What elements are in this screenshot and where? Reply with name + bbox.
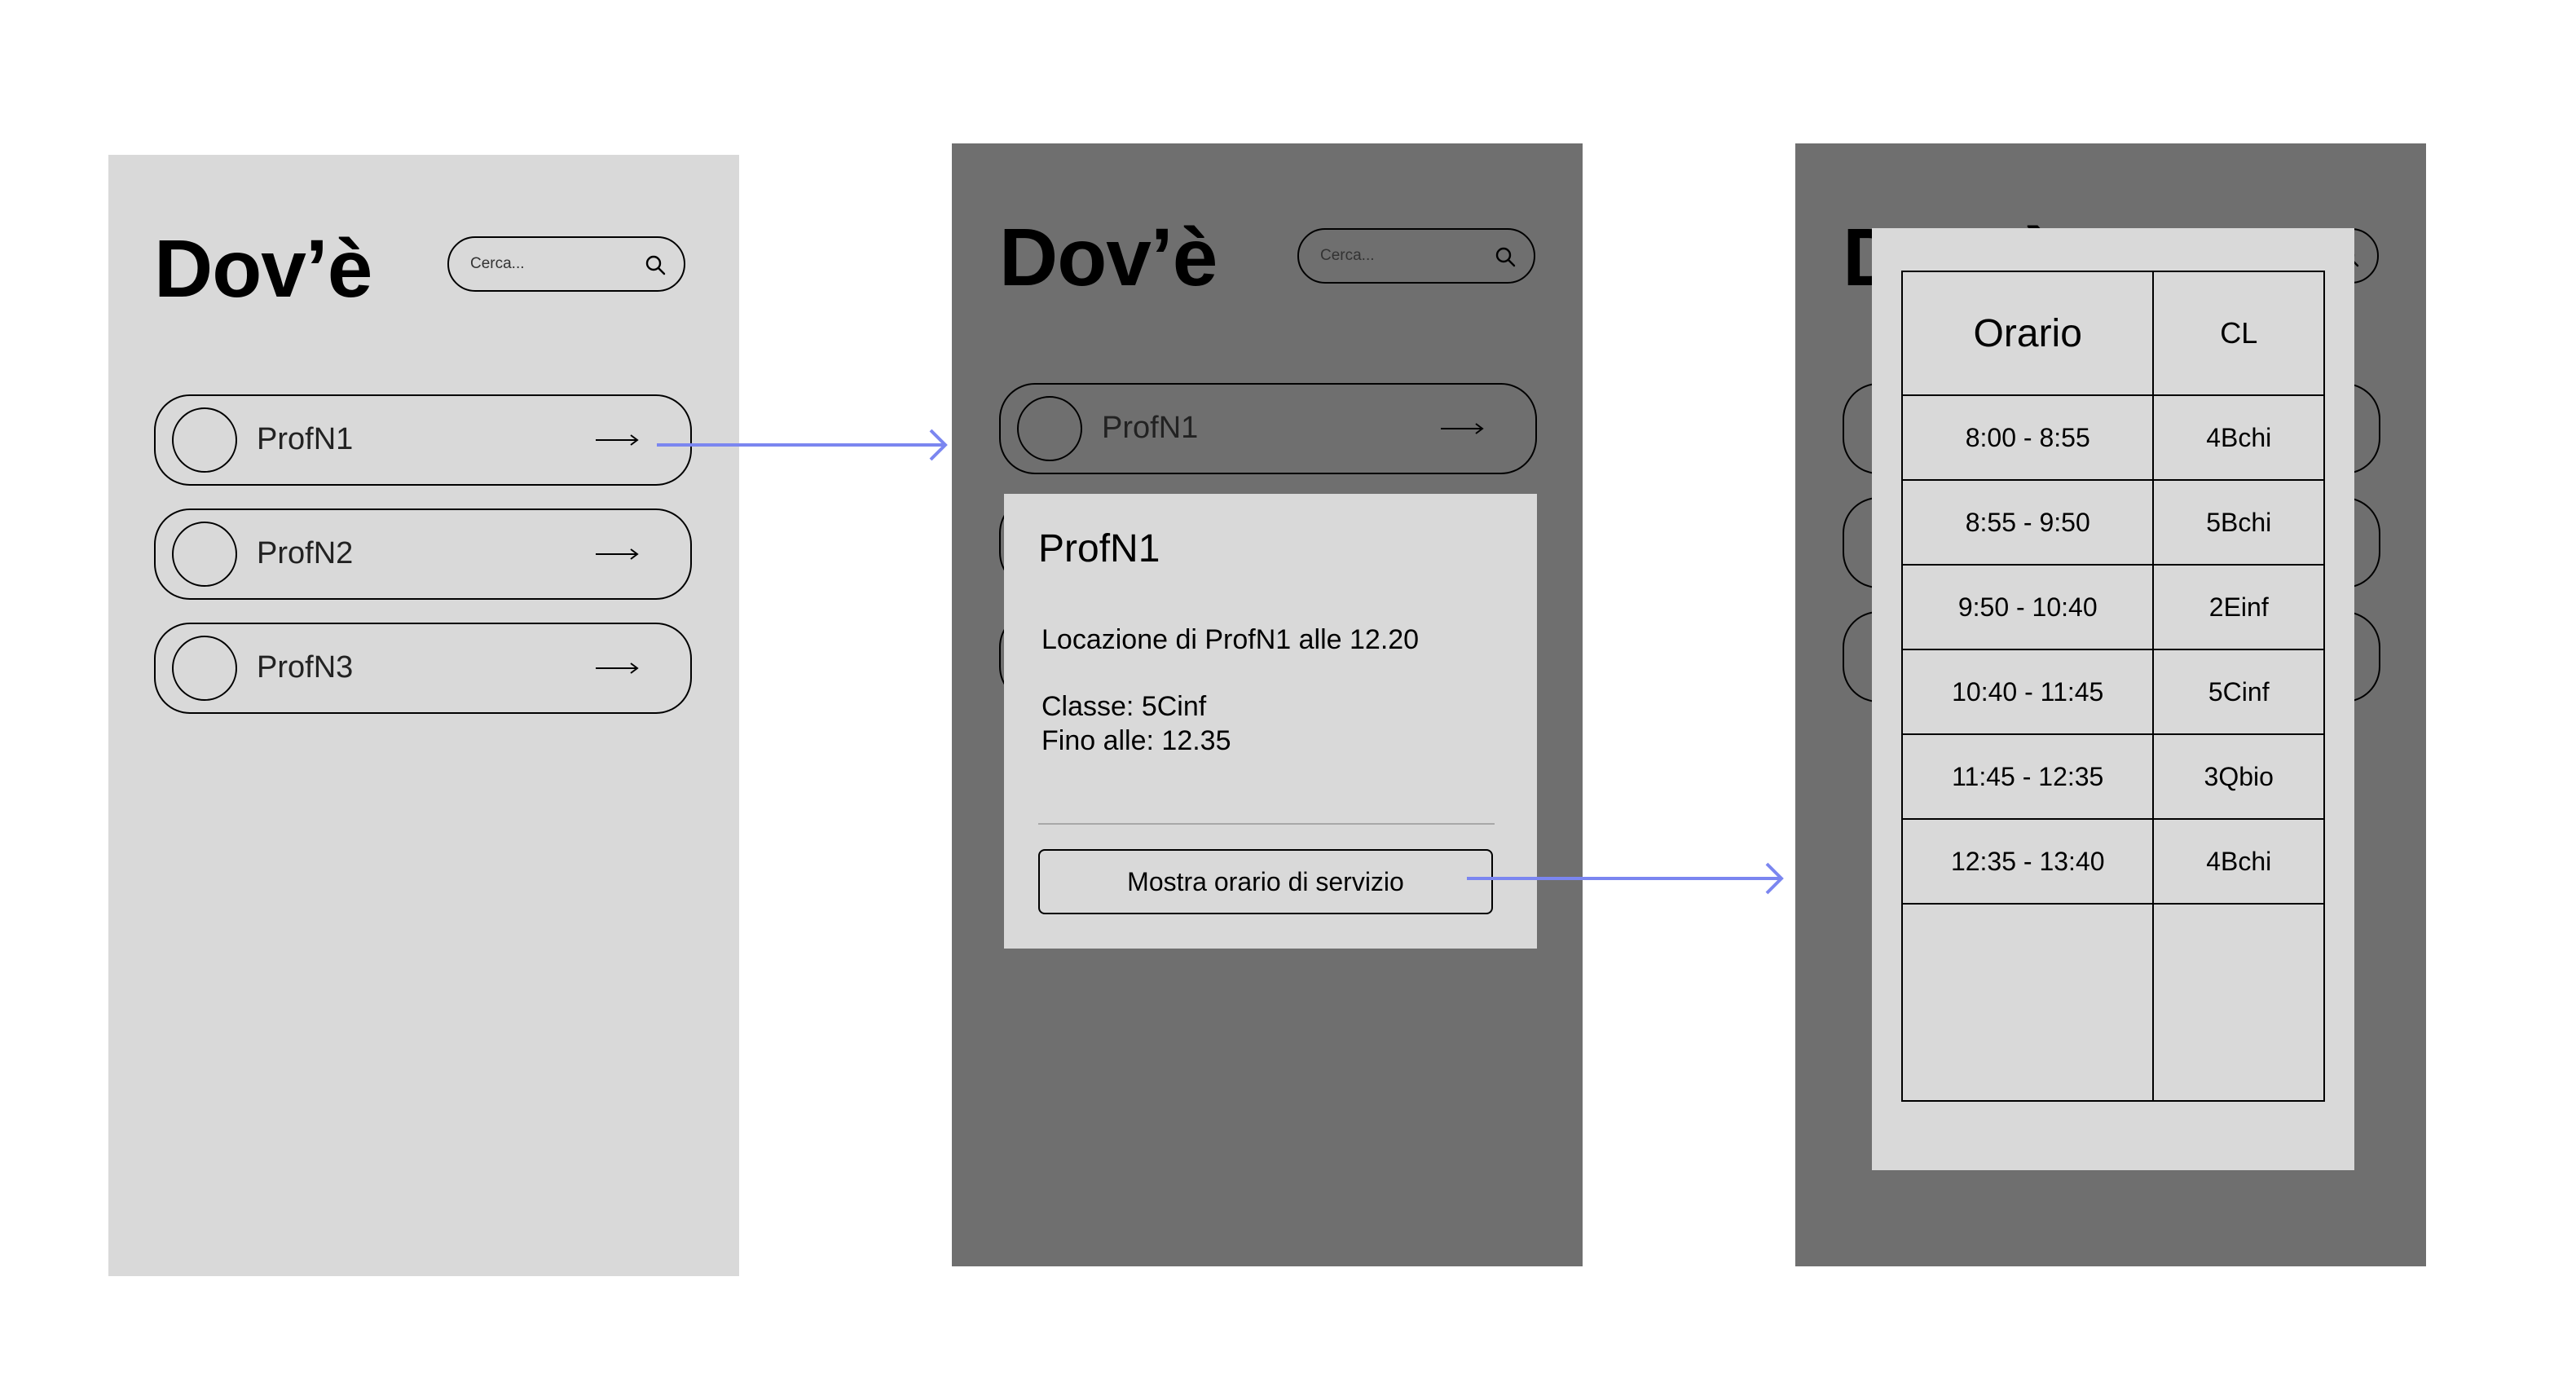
screen-schedule: Dov’è Orario CL 8:00 - 8:55 4Bchi 8:: [1795, 143, 2426, 1266]
avatar: [172, 522, 237, 587]
prof-name: ProfN3: [257, 650, 354, 685]
avatar: [1017, 396, 1082, 461]
class-cell: 2Einf: [2152, 564, 2325, 650]
prof-list-item[interactable]: ProfN3: [154, 623, 692, 714]
prof-list-item[interactable]: ProfN1: [154, 394, 692, 486]
table-header-row: Orario CL: [1900, 271, 2325, 396]
class-cell: 5Cinf: [2152, 649, 2325, 735]
class-text: Classe: 5Cinf: [1041, 691, 1207, 722]
arrow-right-icon[interactable]: [596, 662, 640, 675]
schedule-table: Orario CL 8:00 - 8:55 4Bchi 8:55 - 9:50 …: [1900, 271, 2325, 1102]
table-row: 10:40 - 11:45 5Cinf: [1900, 649, 2325, 735]
class-cell: 5Bchi: [2152, 479, 2325, 566]
search-icon[interactable]: [1495, 246, 1516, 267]
popup-title: ProfN1: [1038, 527, 1160, 570]
time-cell: 11:45 - 12:35: [1900, 733, 2155, 820]
search-bar[interactable]: [447, 236, 685, 292]
table-row: 8:55 - 9:50 5Bchi: [1900, 479, 2325, 566]
divider: [1038, 823, 1495, 825]
prof-name: ProfN1: [1102, 411, 1199, 445]
screen-prof-list: Dov’è ProfN1 ProfN2 ProfN3: [108, 155, 739, 1276]
show-schedule-button[interactable]: Mostra orario di servizio: [1038, 849, 1493, 914]
search-bar[interactable]: [1297, 228, 1535, 284]
table-row: 12:35 - 13:40 4Bchi: [1900, 818, 2325, 905]
location-text: Locazione di ProfN1 alle 12.20: [1041, 624, 1420, 655]
prof-list-item[interactable]: ProfN1: [999, 383, 1537, 474]
prof-list-item[interactable]: ProfN2: [154, 508, 692, 600]
app-title: Dov’è: [154, 223, 372, 315]
table-row: 8:00 - 8:55 4Bchi: [1900, 394, 2325, 481]
table-row-empty: [1900, 903, 2325, 1102]
time-cell: [1900, 903, 2155, 1102]
search-input[interactable]: [1320, 241, 1483, 271]
time-cell: 9:50 - 10:40: [1900, 564, 2155, 650]
time-cell: 10:40 - 11:45: [1900, 649, 2155, 735]
app-title: Dov’è: [999, 212, 1218, 303]
screen-prof-popup: Dov’è ProfN1 ProfN1 Locazione di ProfN1 …: [952, 143, 1583, 1266]
until-text: Fino alle: 12.35: [1041, 725, 1231, 756]
avatar: [172, 407, 237, 473]
schedule-panel: Orario CL 8:00 - 8:55 4Bchi 8:55 - 9:50 …: [1872, 228, 2354, 1170]
table-row: 11:45 - 12:35 3Qbio: [1900, 733, 2325, 820]
arrow-right-icon[interactable]: [1441, 422, 1485, 435]
arrow-right-icon[interactable]: [596, 434, 640, 447]
time-cell: 8:55 - 9:50: [1900, 479, 2155, 566]
class-cell: 4Bchi: [2152, 818, 2325, 905]
column-header-time: Orario: [1900, 271, 2155, 396]
search-input[interactable]: [470, 249, 633, 279]
arrow-right-icon[interactable]: [596, 548, 640, 561]
time-cell: 8:00 - 8:55: [1900, 394, 2155, 481]
class-cell: [2152, 903, 2325, 1102]
search-icon[interactable]: [645, 254, 666, 275]
time-cell: 12:35 - 13:40: [1900, 818, 2155, 905]
prof-name: ProfN2: [257, 536, 354, 570]
prof-detail-popup: ProfN1 Locazione di ProfN1 alle 12.20 Cl…: [1004, 494, 1537, 949]
class-cell: 4Bchi: [2152, 394, 2325, 481]
column-header-class: CL: [2152, 271, 2325, 396]
avatar: [172, 636, 237, 701]
prof-name: ProfN1: [257, 422, 354, 456]
class-cell: 3Qbio: [2152, 733, 2325, 820]
table-row: 9:50 - 10:40 2Einf: [1900, 564, 2325, 650]
